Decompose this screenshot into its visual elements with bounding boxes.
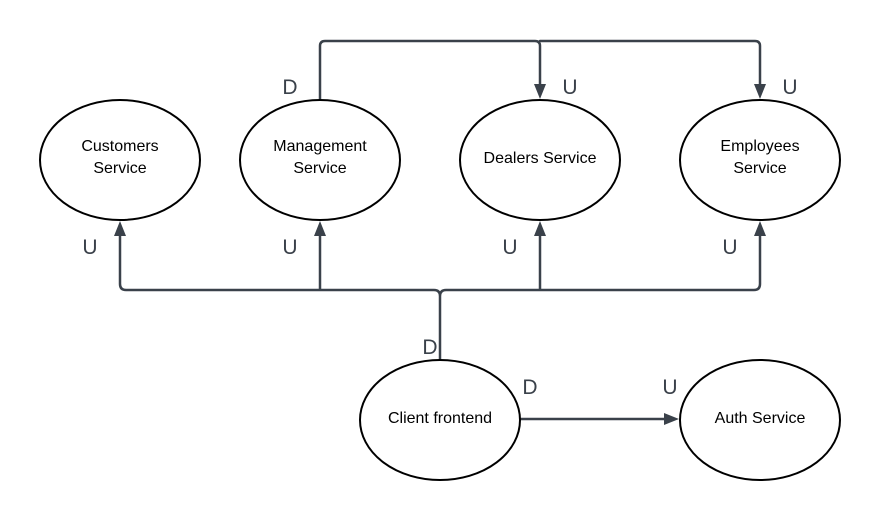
mark-employees-top: U	[782, 76, 797, 99]
relationship-marks: D U U U U U U D D U	[82, 76, 797, 399]
mark-client-right: D	[522, 376, 537, 399]
mark-dealers-top: U	[562, 76, 577, 99]
arrowhead-employees-bottom	[754, 221, 766, 236]
node-customers-label-1: Customers	[81, 138, 158, 155]
edges	[114, 39, 766, 425]
node-customers-label-2: Service	[93, 160, 146, 177]
node-auth-label: Auth Service	[715, 410, 806, 427]
mark-management-bottom: U	[282, 236, 297, 259]
mark-management-top: D	[282, 76, 297, 99]
mark-employees-bottom: U	[722, 236, 737, 259]
mark-client-top: D	[422, 336, 437, 359]
node-client-frontend[interactable]: Client frontend	[359, 359, 521, 481]
mark-auth-left: U	[662, 376, 677, 399]
node-auth-service[interactable]: Auth Service	[679, 359, 841, 481]
edge-management-to-dealers-employees	[318, 39, 762, 101]
node-customers-service[interactable]: Customers Service	[39, 99, 201, 221]
mark-dealers-bottom: U	[502, 236, 517, 259]
arrowhead-employees-top	[754, 84, 766, 99]
edge-client-to-services	[118, 232, 762, 361]
node-employees-label-2: Service	[733, 160, 786, 177]
node-management-label-1: Management	[273, 138, 367, 155]
mark-customers-bottom: U	[82, 236, 97, 259]
node-client-label: Client frontend	[388, 410, 492, 427]
node-employees-label-1: Employees	[720, 138, 799, 155]
node-dealers-service[interactable]: Dealers Service	[459, 99, 621, 221]
arrowhead-auth-left	[664, 413, 679, 425]
node-dealers-label: Dealers Service	[484, 150, 597, 167]
node-management-label-2: Service	[293, 160, 346, 177]
node-management-service[interactable]: Management Service	[239, 99, 401, 221]
node-employees-service[interactable]: Employees Service	[679, 99, 841, 221]
arrowhead-customers-bottom	[114, 221, 126, 236]
arrowhead-dealers-top	[534, 84, 546, 99]
arrowhead-management-bottom	[314, 221, 326, 236]
arrowhead-dealers-bottom	[534, 221, 546, 236]
